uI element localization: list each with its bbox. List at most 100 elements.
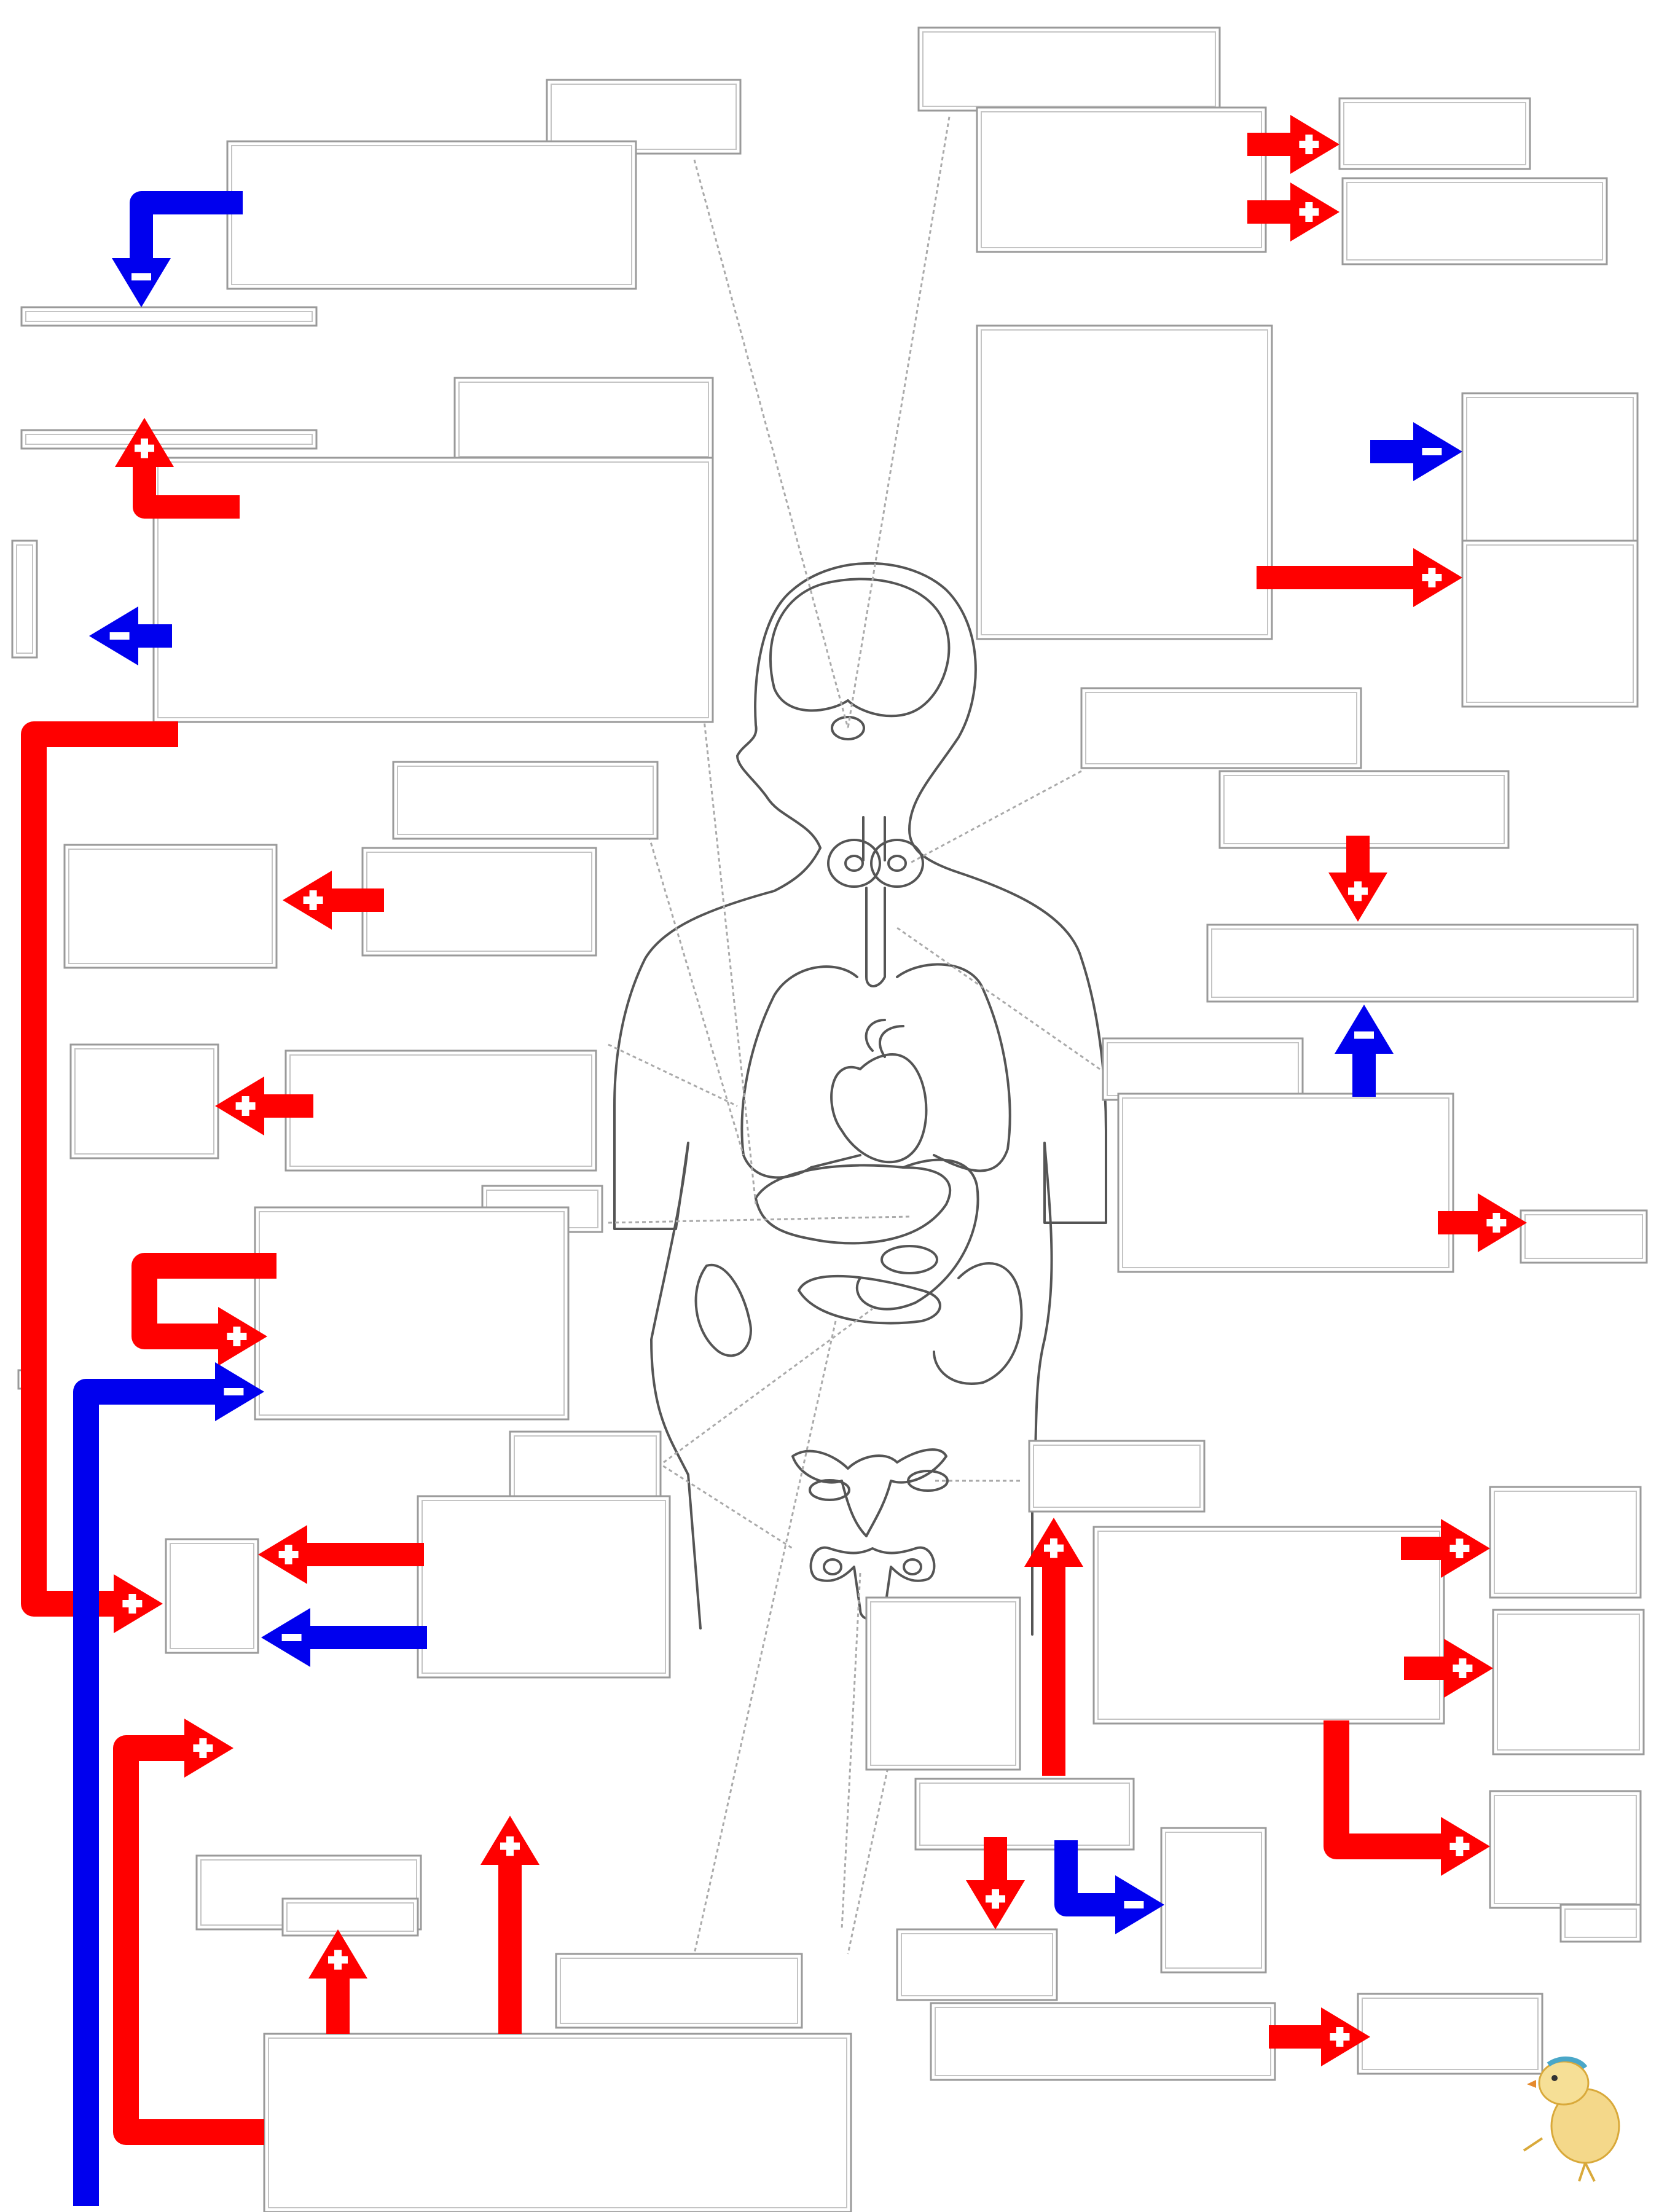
thyroid-icon [827, 839, 924, 888]
minus-icon [131, 273, 151, 281]
answer-box[interactable] [1117, 1092, 1454, 1273]
answer-box[interactable] [20, 429, 318, 450]
kidney-outline [694, 1263, 752, 1357]
answer-box[interactable] [1489, 1486, 1642, 1599]
stimulate-arrow [283, 871, 384, 930]
plus-icon [986, 1889, 1005, 1909]
stimulate-arrow [1328, 836, 1387, 922]
answer-box[interactable] [1206, 924, 1639, 1003]
answer-box[interactable] [1160, 1827, 1267, 1974]
minus-icon [1422, 448, 1442, 455]
answer-box[interactable] [1092, 1526, 1445, 1725]
answer-box[interactable] [1102, 1037, 1304, 1101]
plus-icon [1422, 568, 1442, 587]
plus-icon [1449, 1539, 1470, 1558]
answer-box[interactable] [1338, 97, 1531, 170]
answer-box[interactable] [361, 847, 597, 957]
answer-box[interactable] [263, 2033, 852, 2212]
answer-box[interactable] [917, 26, 1221, 112]
answer-box[interactable] [976, 324, 1273, 640]
plus-icon [303, 890, 323, 910]
inhibit-arrow [261, 1608, 427, 1667]
plus-icon [278, 1545, 299, 1564]
plus-icon [1486, 1213, 1507, 1233]
answer-box[interactable] [165, 1538, 259, 1654]
stimulate-arrow [1401, 1519, 1490, 1578]
answer-box[interactable] [1461, 539, 1639, 708]
plus-icon [193, 1738, 213, 1758]
answer-box[interactable] [226, 140, 637, 290]
plus-icon [1299, 135, 1319, 154]
answer-box[interactable] [1559, 1904, 1642, 1943]
leader-line [644, 823, 745, 1156]
right-lung-outline [896, 963, 1011, 1172]
answer-box[interactable] [1080, 687, 1362, 769]
torso-outline-right [957, 871, 1107, 1636]
plus-icon [1453, 1658, 1473, 1678]
answer-box[interactable] [1357, 1993, 1543, 2075]
plus-icon [1330, 2027, 1350, 2047]
answer-box[interactable] [509, 1430, 662, 1507]
answer-box[interactable] [865, 1596, 1021, 1771]
answer-box[interactable] [69, 1043, 219, 1159]
leader-line [608, 1215, 910, 1224]
answer-box[interactable] [453, 377, 714, 462]
stimulate-arrow [1024, 1518, 1083, 1776]
plus-icon [227, 1327, 247, 1346]
leader-line [847, 116, 951, 729]
inhibit-arrow [89, 606, 172, 665]
inhibit-arrow [1054, 1840, 1164, 1934]
inhibit-arrow [73, 1362, 264, 2206]
answer-box[interactable] [1492, 1609, 1645, 1755]
stimulate-arrow [131, 1253, 276, 1366]
human-body-icon [613, 562, 1107, 1636]
head-outline [736, 562, 977, 874]
stimulate-arrow [1404, 1639, 1493, 1698]
answer-box[interactable] [1028, 1440, 1206, 1513]
leader-line [896, 927, 1100, 1070]
leader-line [841, 1572, 861, 1930]
uterus-icon [791, 1448, 949, 1537]
answer-box[interactable] [254, 1206, 570, 1421]
brain-outline [769, 578, 951, 718]
stimulate-arrow [308, 1929, 367, 2034]
answer-box[interactable] [1489, 1790, 1642, 1909]
answer-box[interactable] [1341, 177, 1608, 265]
trachea-outline [862, 816, 886, 861]
answer-box[interactable] [284, 1049, 597, 1172]
stimulate-arrow [258, 1525, 424, 1584]
torso-outline [613, 890, 775, 1630]
leader-line [693, 159, 849, 729]
stimulate-arrow [1324, 1720, 1490, 1876]
leader-line [608, 1043, 738, 1107]
stimulate-arrow [1247, 182, 1339, 241]
answer-boxes [11, 26, 1648, 2212]
plus-icon [328, 1950, 348, 1970]
answer-box[interactable] [555, 1953, 803, 2029]
answer-box[interactable] [11, 539, 38, 659]
answer-box[interactable] [20, 306, 318, 327]
answer-box[interactable] [930, 2002, 1276, 2081]
answer-box[interactable] [976, 106, 1267, 253]
answer-box[interactable] [152, 457, 714, 723]
testes-icon [809, 1546, 936, 1620]
answer-box[interactable] [914, 1778, 1135, 1851]
minus-icon [1124, 1901, 1144, 1908]
answer-box[interactable] [417, 1495, 671, 1679]
answer-box[interactable] [896, 1928, 1058, 2001]
answer-box[interactable] [1520, 1209, 1648, 1264]
stimulate-arrow [115, 418, 240, 519]
answer-box[interactable] [281, 1897, 419, 1937]
leader-line [693, 1320, 837, 1955]
answer-box[interactable] [63, 844, 278, 969]
stimulate-arrow [480, 1816, 539, 2034]
leader-lines [608, 116, 1100, 1955]
inhibit-arrow [1370, 422, 1462, 481]
stimulate-arrow [215, 1077, 313, 1135]
intestine-outline [933, 1262, 1023, 1385]
answer-box[interactable] [392, 761, 659, 840]
leader-line [909, 770, 1082, 865]
minus-icon [224, 1388, 244, 1395]
stimulate-arrow [966, 1837, 1025, 1929]
